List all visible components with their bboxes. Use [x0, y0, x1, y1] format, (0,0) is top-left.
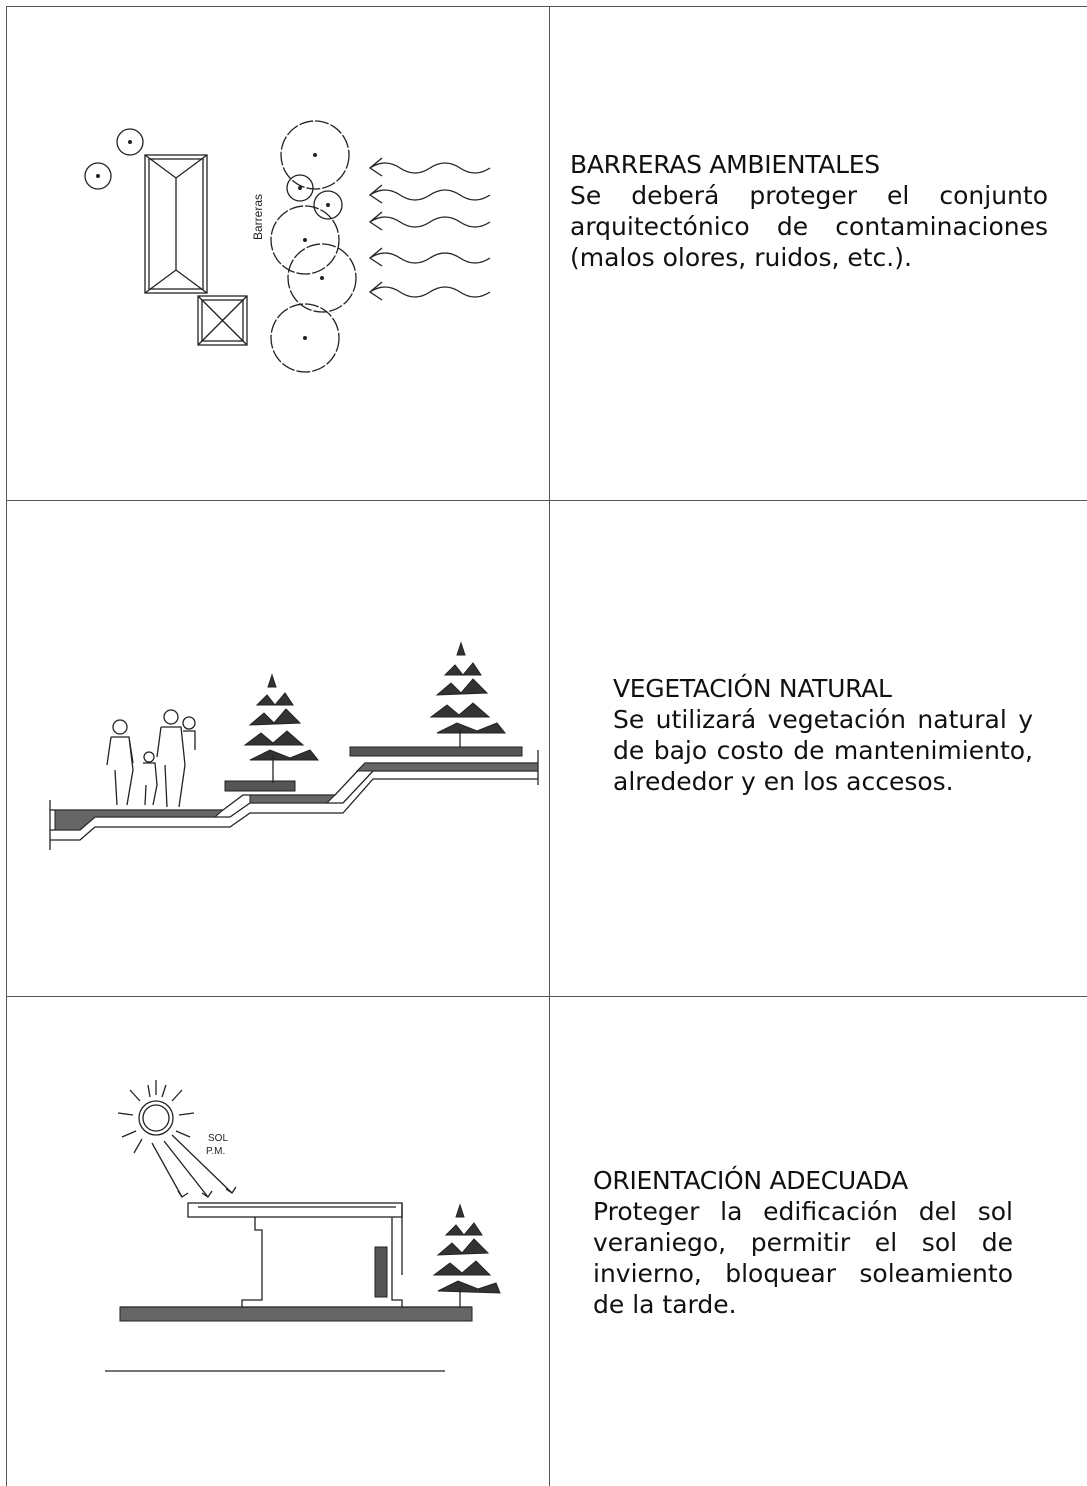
section-title: ORIENTACIÓN ADECUADA	[593, 1166, 908, 1195]
section-body: Se deberá proteger el conjunto arquitect…	[570, 181, 1048, 272]
shrub-icon	[224, 673, 320, 792]
terrain-profile	[49, 750, 539, 850]
vegetation-section-diagram	[49, 641, 539, 850]
row-divider-1	[6, 500, 1087, 501]
small-building-plan	[197, 295, 248, 346]
section-body: Se utilizará vegetación natural y de baj…	[613, 705, 1033, 796]
ground-cover	[349, 746, 523, 757]
sun-label-line2: P.M.	[206, 1146, 225, 1157]
sun-rays	[151, 1134, 237, 1198]
wind-arrows	[368, 157, 491, 301]
column-divider	[549, 6, 550, 1486]
row-divider-2	[6, 996, 1087, 997]
ground-slab	[119, 1306, 473, 1322]
barrier-diagram: Barreras	[84, 120, 491, 373]
table-border-left	[6, 6, 7, 1486]
section-title: BARRERAS AMBIENTALES	[570, 150, 880, 179]
section-orientacion: ORIENTACIÓN ADECUADA Proteger la edifica…	[593, 1165, 1013, 1320]
small-tree-icon	[116, 128, 144, 156]
section-body: Proteger la edificación del sol veranieg…	[593, 1197, 1013, 1319]
shrub-icon	[429, 641, 507, 749]
sun-icon	[117, 1080, 195, 1154]
table-border-top	[6, 6, 1087, 7]
sun-label-line1: SOL	[208, 1133, 228, 1144]
barrier-label: Barreras	[251, 194, 265, 240]
section-vegetacion: VEGETACIÓN NATURAL Se utilizará vegetaci…	[613, 673, 1033, 797]
small-tree-icon	[84, 162, 112, 190]
tree-icon	[432, 1203, 501, 1307]
building-roof-plan	[144, 154, 208, 294]
orientation-section-diagram: SOL P.M.	[105, 1080, 501, 1372]
people-figures	[106, 709, 196, 808]
section-title: VEGETACIÓN NATURAL	[613, 674, 892, 703]
section-barreras: BARRERAS AMBIENTALES Se deberá proteger …	[570, 149, 1048, 273]
building-section	[187, 1202, 403, 1307]
tree-barrier	[270, 120, 357, 373]
